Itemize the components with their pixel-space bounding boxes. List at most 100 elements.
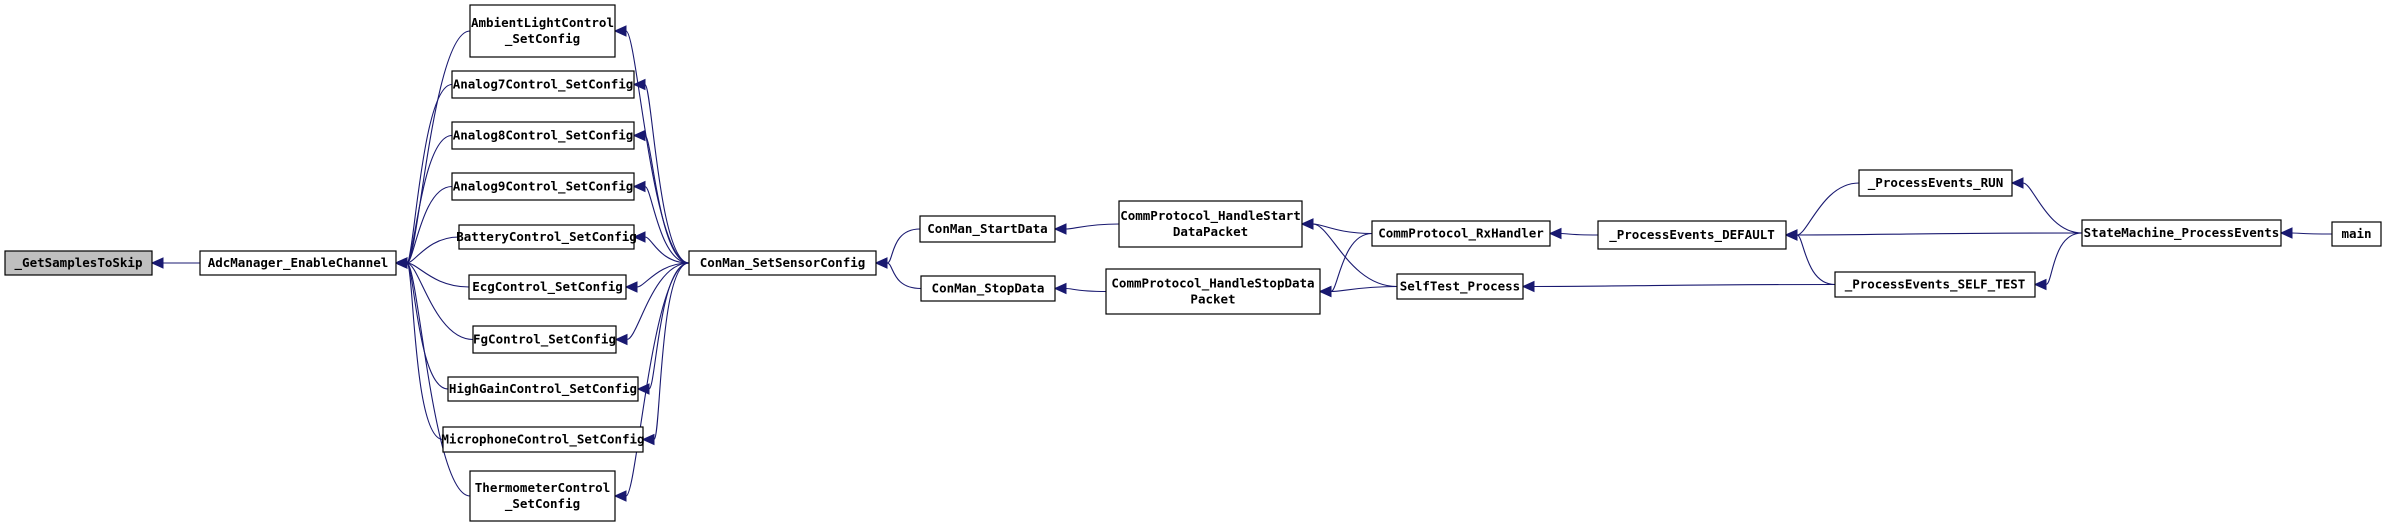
node-box bbox=[1105, 268, 1321, 315]
node-stateMachine[interactable]: StateMachine_ProcessEvents bbox=[2081, 219, 2282, 247]
node-ecg[interactable]: EcgControl_SetConfig bbox=[468, 274, 627, 300]
node-label: Analog7Control_SetConfig bbox=[453, 77, 634, 93]
node-label: ConMan_StartData bbox=[927, 221, 1047, 237]
edge-setSensor-to-ambient bbox=[625, 30, 690, 264]
node-label: Analog8Control_SetConfig bbox=[453, 128, 634, 144]
node-fg[interactable]: FgControl_SetConfig bbox=[472, 325, 617, 354]
arrowhead bbox=[874, 257, 888, 269]
edge-microphone-to-adcEnable bbox=[406, 262, 444, 441]
node-box bbox=[1118, 200, 1303, 248]
node-analog9[interactable]: Analog9Control_SetConfig bbox=[451, 172, 635, 201]
node-getSamples[interactable]: _GetSamplesToSkip bbox=[4, 250, 153, 276]
node-label: AmbientLightControl bbox=[471, 15, 614, 30]
edge-selfTest-to-handleStart bbox=[1312, 223, 1398, 288]
node-main[interactable]: main bbox=[2331, 221, 2382, 247]
node-label: _SetConfig bbox=[505, 496, 580, 512]
call-edges bbox=[150, 25, 2333, 502]
node-rxHandler[interactable]: CommProtocol_RxHandler bbox=[1371, 220, 1551, 247]
arrowhead bbox=[613, 25, 627, 37]
node-box bbox=[2331, 221, 2382, 247]
node-ambient[interactable]: AmbientLightControl_SetConfig bbox=[469, 4, 616, 58]
edge-setSensor-to-highgain bbox=[648, 262, 690, 390]
edge-setSensor-to-analog9 bbox=[644, 185, 690, 264]
edge-stopData-to-setSensor bbox=[886, 262, 922, 290]
node-evRun[interactable]: _ProcessEvents_RUN bbox=[1858, 169, 2013, 197]
node-microphone[interactable]: MicrophoneControl_SetConfig bbox=[441, 426, 645, 453]
edge-handleStop-to-stopData bbox=[1065, 287, 1107, 293]
call-nodes: _GetSamplesToSkip AdcManager_EnableChanne… bbox=[4, 4, 2382, 522]
arrowhead bbox=[632, 231, 646, 243]
arrowhead bbox=[1521, 280, 1535, 293]
edge-fg-to-adcEnable bbox=[406, 262, 474, 341]
node-label: Analog9Control_SetConfig bbox=[453, 179, 634, 195]
node-box bbox=[1834, 271, 2036, 298]
node-box bbox=[1371, 220, 1551, 247]
node-analog8[interactable]: Analog8Control_SetConfig bbox=[451, 121, 635, 150]
node-box bbox=[468, 274, 627, 300]
node-label: main bbox=[2341, 226, 2371, 241]
edge-analog9-to-adcEnable bbox=[406, 185, 453, 264]
arrowhead bbox=[632, 78, 646, 91]
edge-setSensor-to-analog8 bbox=[644, 134, 690, 264]
node-box bbox=[451, 121, 635, 150]
node-highgain[interactable]: HighGainControl_SetConfig bbox=[447, 376, 639, 402]
node-box bbox=[2081, 219, 2282, 247]
node-evSelfTest[interactable]: _ProcessEvents_SELF_TEST bbox=[1834, 271, 2036, 298]
node-box bbox=[920, 275, 1056, 302]
node-analog7[interactable]: Analog7Control_SetConfig bbox=[451, 70, 635, 99]
arrowhead bbox=[1300, 218, 1314, 230]
edge-selfTest-to-handleStop bbox=[1330, 285, 1398, 293]
edge-setSensor-to-ecg bbox=[636, 262, 690, 288]
node-selfTest[interactable]: SelfTest_Process bbox=[1396, 273, 1524, 300]
arrowhead bbox=[641, 433, 655, 446]
node-label: _SetConfig bbox=[505, 31, 580, 47]
node-box bbox=[469, 4, 616, 58]
arrowhead bbox=[2033, 278, 2047, 291]
node-box bbox=[1858, 169, 2013, 197]
edge-analog8-to-adcEnable bbox=[406, 134, 453, 264]
arrowhead bbox=[1548, 227, 1562, 240]
node-adcEnable[interactable]: AdcManager_EnableChannel bbox=[199, 250, 397, 276]
edge-setSensor-to-fg bbox=[626, 262, 690, 341]
node-box bbox=[442, 426, 644, 453]
edge-ambient-to-adcEnable bbox=[406, 30, 471, 264]
node-label: CommProtocol_HandleStart bbox=[1120, 208, 1301, 224]
node-battery[interactable]: BatteryControl_SetConfig bbox=[456, 224, 637, 250]
node-box bbox=[4, 250, 153, 276]
node-label: StateMachine_ProcessEvents bbox=[2084, 225, 2280, 241]
edge-setSensor-to-thermometer bbox=[625, 262, 690, 497]
node-evDefault[interactable]: _ProcessEvents_DEFAULT bbox=[1597, 220, 1787, 250]
arrowhead bbox=[624, 281, 638, 293]
edge-evSelfTest-to-evDefault bbox=[1796, 234, 1836, 286]
node-label: ThermometerControl bbox=[475, 480, 610, 495]
node-label: HighGainControl_SetConfig bbox=[449, 381, 637, 397]
node-box bbox=[469, 470, 616, 522]
arrowhead bbox=[2010, 177, 2024, 189]
edge-ecg-to-adcEnable bbox=[406, 262, 470, 288]
edge-evRun-to-evDefault bbox=[1796, 182, 1860, 236]
edge-main-to-stateMachine bbox=[2291, 232, 2333, 235]
node-setSensor[interactable]: ConMan_SetSensorConfig bbox=[688, 250, 877, 276]
node-label: DataPacket bbox=[1173, 224, 1248, 239]
node-stopData[interactable]: ConMan_StopData bbox=[920, 275, 1056, 302]
edge-battery-to-adcEnable bbox=[406, 236, 460, 264]
node-label: CommProtocol_HandleStopData bbox=[1111, 276, 1314, 292]
node-startData[interactable]: ConMan_StartData bbox=[919, 215, 1056, 243]
node-label: _GetSamplesToSkip bbox=[15, 255, 143, 271]
arrowhead bbox=[632, 180, 646, 193]
node-box bbox=[472, 325, 617, 354]
node-label: ConMan_StopData bbox=[932, 281, 1045, 297]
node-thermometer[interactable]: ThermometerControl_SetConfig bbox=[469, 470, 616, 522]
arrowhead bbox=[1784, 229, 1798, 241]
node-box bbox=[199, 250, 397, 276]
node-box bbox=[447, 376, 639, 402]
node-label: _ProcessEvents_DEFAULT bbox=[1609, 227, 1775, 243]
node-box bbox=[458, 224, 635, 250]
node-label: BatteryControl_SetConfig bbox=[456, 229, 637, 245]
edge-stateMachine-to-evSelfTest bbox=[2045, 232, 2083, 286]
edge-thermometer-to-adcEnable bbox=[406, 262, 471, 497]
arrowhead bbox=[613, 490, 627, 502]
